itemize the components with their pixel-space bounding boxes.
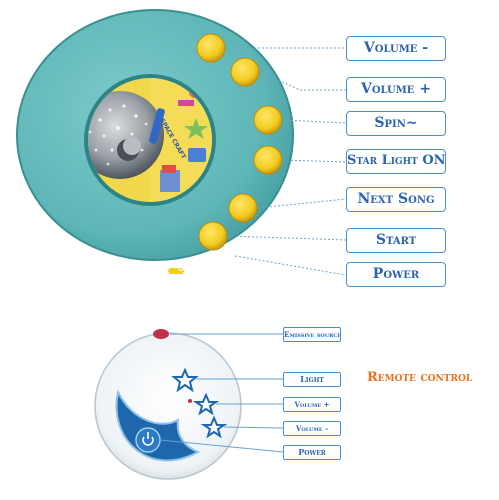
- label-remote-volume-up: Volume +: [283, 397, 341, 412]
- button-next-song[interactable]: [228, 193, 258, 223]
- emissive-source: [153, 329, 169, 339]
- remote-volume-up-star[interactable]: [192, 392, 220, 416]
- remote-control-title: Remote control: [367, 370, 473, 385]
- button-spin[interactable]: [253, 105, 283, 135]
- on-off-switch[interactable]: [168, 268, 184, 274]
- remote-volume-down-star[interactable]: [200, 415, 228, 439]
- label-remote-volume-down: Volume -: [283, 421, 341, 436]
- label-star-light: Star Light ON: [346, 149, 446, 174]
- remote-light-star[interactable]: [171, 367, 199, 393]
- button-volume-up[interactable]: [230, 57, 260, 87]
- button-start[interactable]: [198, 221, 228, 251]
- label-start: Start: [346, 228, 446, 253]
- sticker-robot: [160, 170, 180, 192]
- label-volume-down: Volume -: [346, 36, 446, 61]
- remote-power-button[interactable]: [135, 427, 161, 453]
- label-remote-light: Light: [283, 372, 341, 387]
- button-star-light[interactable]: [253, 145, 283, 175]
- projector-device: SPACE CRAFT: [16, 9, 347, 276]
- connector-lines: [226, 47, 347, 276]
- label-next-song: Next Song: [346, 187, 446, 212]
- label-volume-up: Volume +: [346, 77, 446, 102]
- label-power: Power: [346, 262, 446, 287]
- switch-off-label: OFF: [178, 266, 192, 273]
- label-emissive-source: Emissive source: [283, 327, 341, 342]
- sticker-star: [184, 118, 208, 139]
- label-remote-power: Power: [283, 445, 341, 460]
- power-icon: [224, 250, 233, 261]
- label-spin: Spin~: [346, 111, 446, 136]
- blue-stick: [149, 108, 165, 144]
- switch-on-label: ON: [158, 266, 169, 273]
- star-dome: [88, 91, 164, 179]
- button-volume-down[interactable]: [196, 33, 226, 63]
- projector-buttons: [196, 33, 283, 251]
